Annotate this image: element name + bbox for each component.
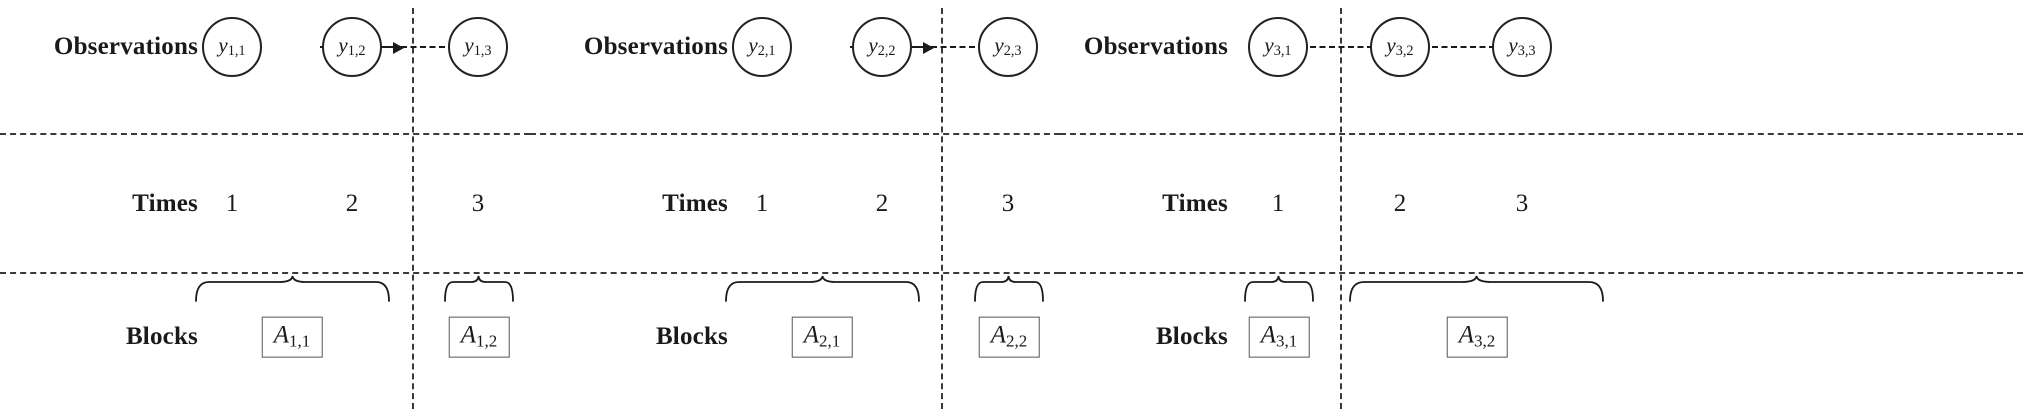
time-tick: 2 — [1393, 190, 1407, 217]
observation-node[interactable]: y1,2 — [322, 17, 382, 77]
block-box[interactable]: A3,2 — [1446, 316, 1508, 358]
row-label-times: Times — [662, 190, 728, 217]
panel-1: Observations Times Blocks y1,1 y1,2 y1,3… — [0, 0, 530, 409]
block-brace — [1349, 275, 1604, 302]
row-label-observations: Observations — [583, 33, 728, 60]
block-brace — [974, 275, 1044, 302]
time-tick: 2 — [875, 190, 889, 217]
divider-times-blocks — [0, 272, 530, 274]
block-brace — [1244, 275, 1314, 302]
time-tick: 3 — [1515, 190, 1529, 217]
divider-observations-times — [530, 133, 1060, 135]
block-label: A2,1 — [803, 321, 841, 351]
block-box[interactable]: A1,1 — [261, 316, 323, 358]
observation-node[interactable]: y3,3 — [1492, 17, 1552, 77]
time-tick: 3 — [1001, 190, 1015, 217]
observation-node[interactable]: y1,1 — [202, 17, 262, 77]
time-tick: 1 — [1271, 190, 1285, 217]
divider-observations-times — [0, 133, 530, 135]
time-tick: 2 — [345, 190, 359, 217]
divider-times-blocks — [1060, 272, 2023, 274]
panel-2-block-split — [941, 8, 943, 409]
block-brace — [725, 275, 920, 302]
node-label: y3,1 — [1264, 33, 1292, 60]
block-label: A2,2 — [990, 321, 1028, 351]
panel-3: Observations Times Blocks y3,1 y3,2 y3,3… — [1060, 0, 2023, 409]
block-box[interactable]: A2,2 — [978, 316, 1040, 358]
row-label-times: Times — [1162, 190, 1228, 217]
block-box[interactable]: A1,2 — [448, 316, 510, 358]
panel-3-block-split — [1340, 8, 1342, 409]
row-label-observations: Observations — [53, 33, 198, 60]
node-label: y2,2 — [868, 33, 896, 60]
block-box[interactable]: A3,1 — [1248, 316, 1310, 358]
node-label: y2,1 — [748, 33, 776, 60]
row-label-times: Times — [132, 190, 198, 217]
block-label: A1,2 — [460, 321, 498, 351]
block-label: A1,1 — [273, 321, 311, 351]
node-label: y1,1 — [218, 33, 246, 60]
time-tick: 1 — [225, 190, 239, 217]
time-tick: 3 — [471, 190, 485, 217]
node-label: y3,3 — [1508, 33, 1536, 60]
observation-node[interactable]: y1,3 — [448, 17, 508, 77]
observation-node[interactable]: y2,2 — [852, 17, 912, 77]
observation-node[interactable]: y2,3 — [978, 17, 1038, 77]
panel-2: Observations Times Blocks y2,1 y2,2 y2,3… — [530, 0, 1060, 409]
row-label-observations: Observations — [1083, 33, 1228, 60]
time-tick: 1 — [755, 190, 769, 217]
divider-observations-times — [1060, 133, 2023, 135]
row-label-blocks: Blocks — [1155, 323, 1228, 350]
observation-node[interactable]: y2,1 — [732, 17, 792, 77]
block-label: A3,2 — [1458, 321, 1496, 351]
row-label-blocks: Blocks — [655, 323, 728, 350]
row-label-blocks: Blocks — [125, 323, 198, 350]
node-label: y3,2 — [1386, 33, 1414, 60]
block-brace — [444, 275, 514, 302]
node-label: y2,3 — [994, 33, 1022, 60]
panel-1-block-split — [412, 8, 414, 409]
block-box[interactable]: A2,1 — [791, 316, 853, 358]
observation-node[interactable]: y3,1 — [1248, 17, 1308, 77]
divider-times-blocks — [530, 272, 1060, 274]
block-brace — [195, 275, 390, 302]
observation-node[interactable]: y3,2 — [1370, 17, 1430, 77]
block-label: A3,1 — [1260, 321, 1298, 351]
node-label: y1,2 — [338, 33, 366, 60]
node-label: y1,3 — [464, 33, 492, 60]
